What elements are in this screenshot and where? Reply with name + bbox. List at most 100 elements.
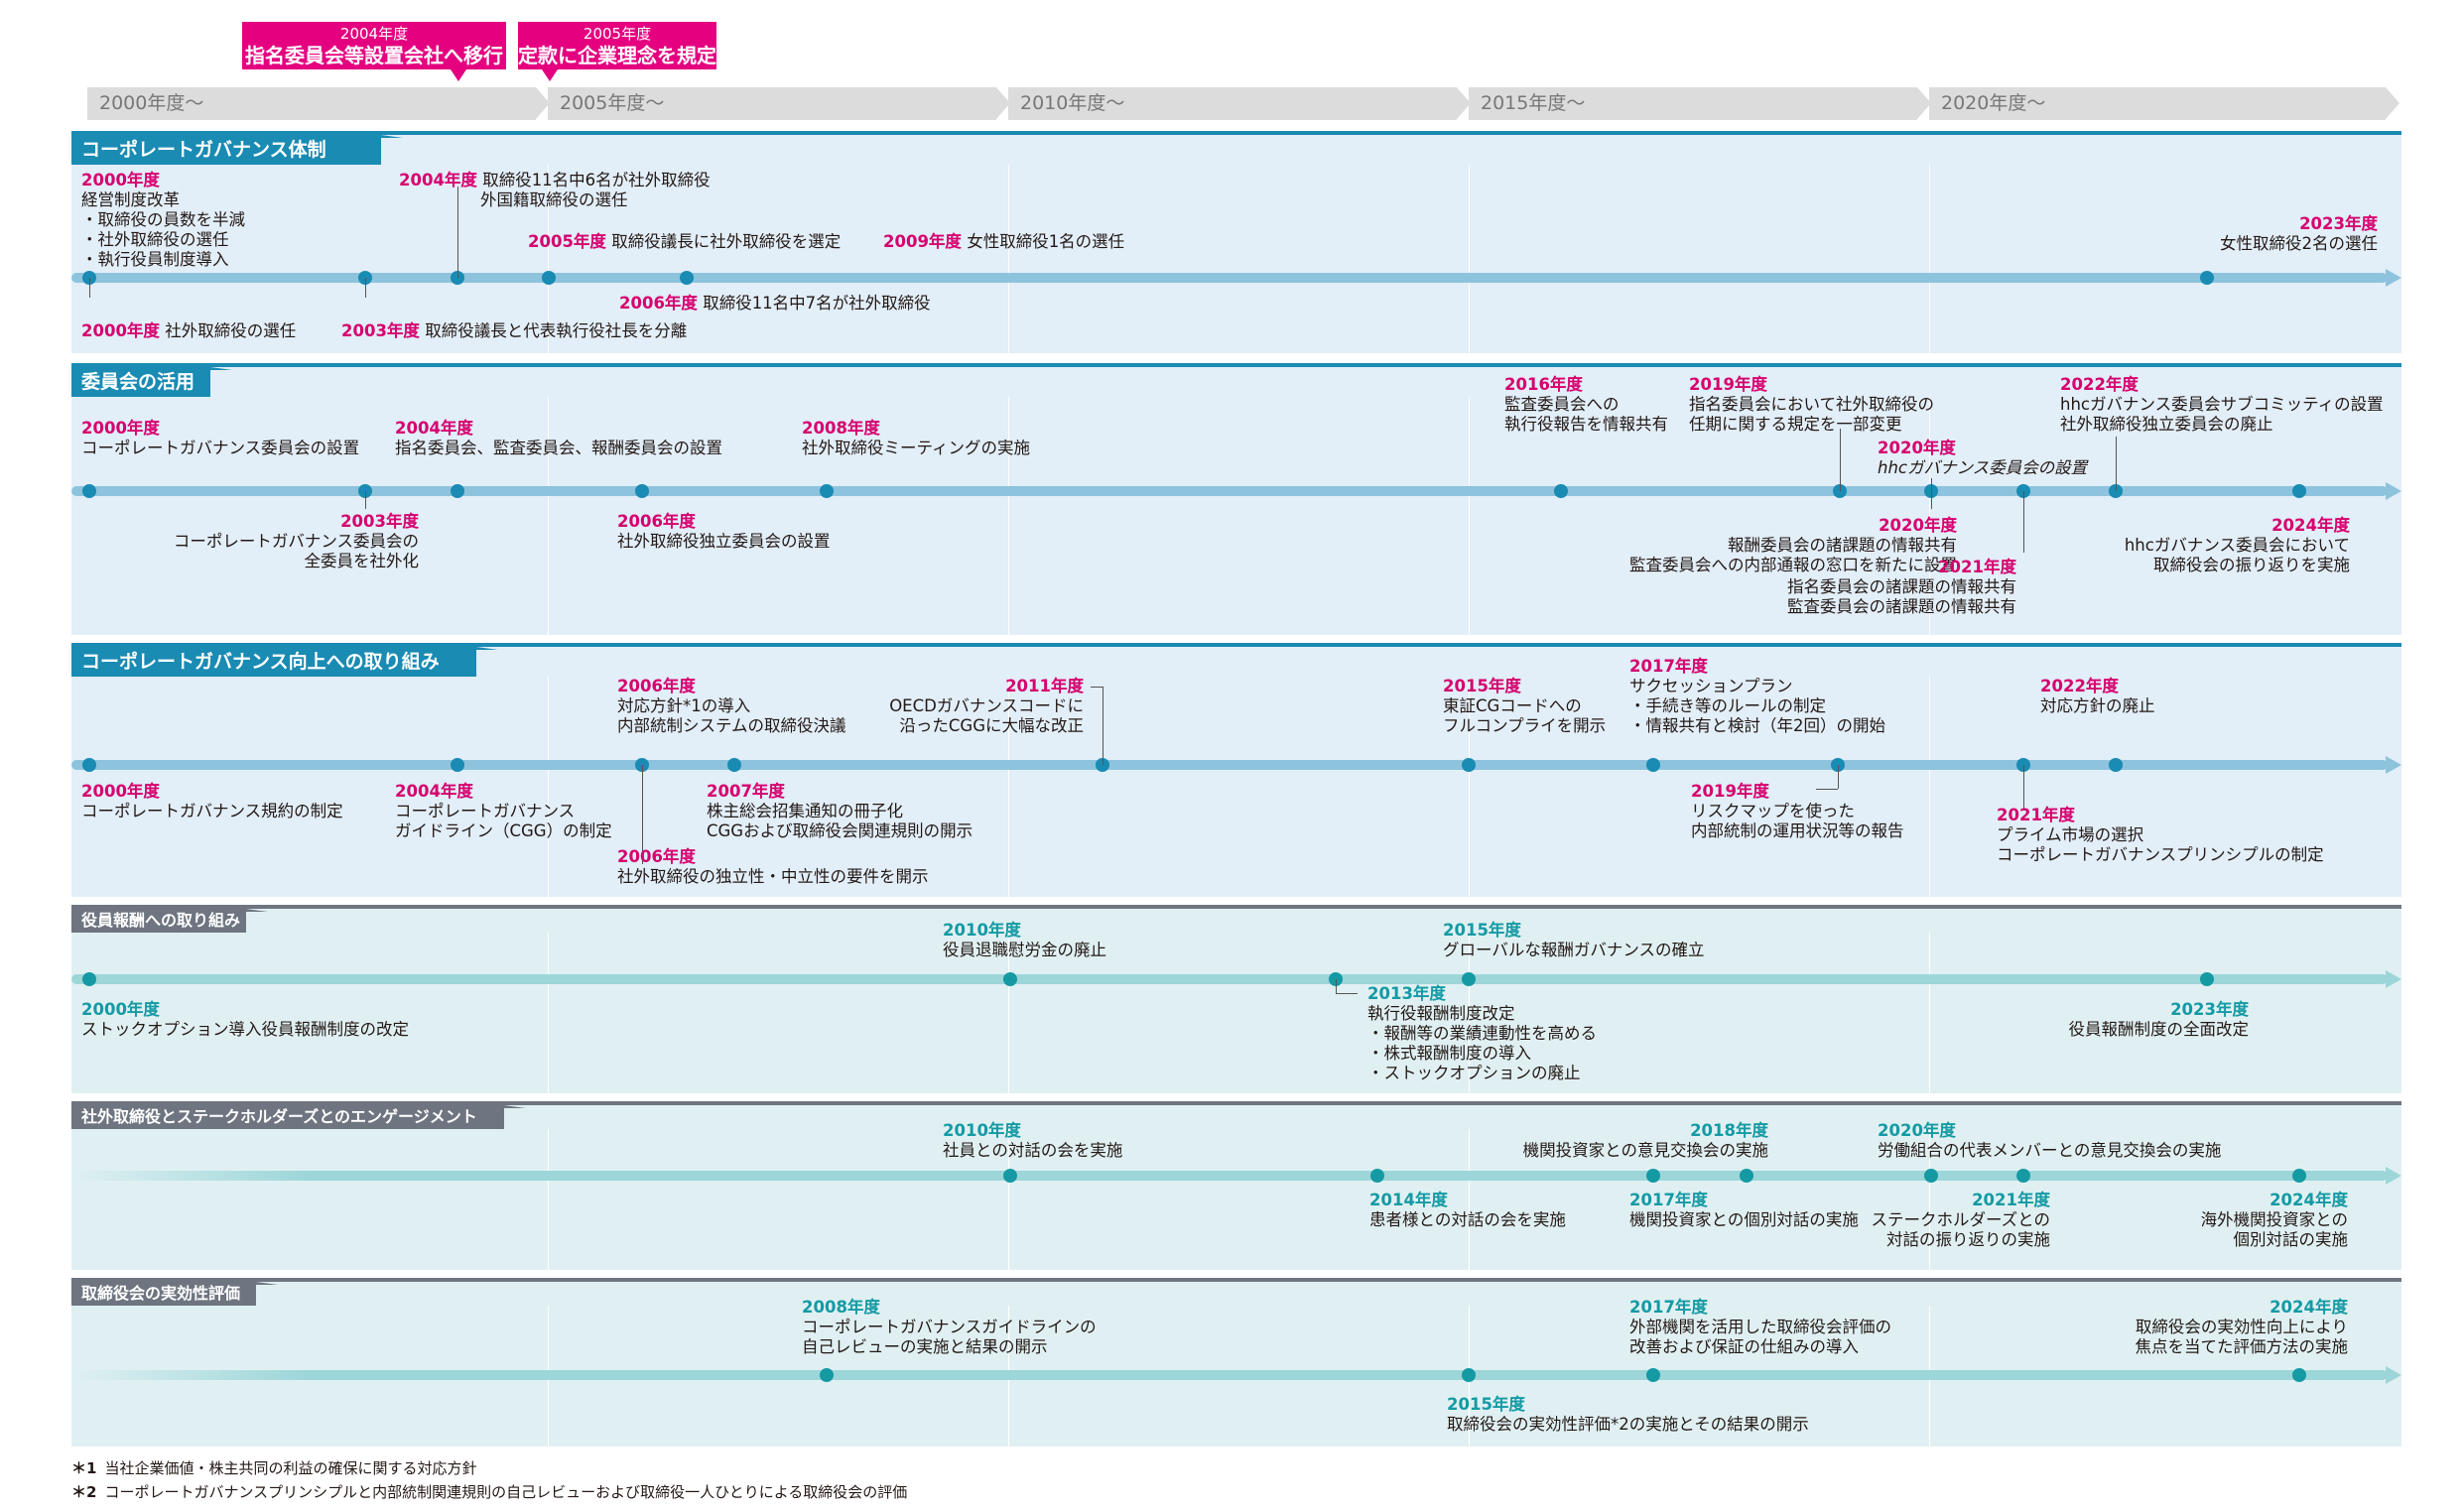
event: 2009年度 女性取締役1名の選任 [883, 232, 1125, 251]
event: 2017年度機関投資家との個別対話の実施 [1629, 1191, 1859, 1229]
milestone-dot [1646, 1368, 1660, 1382]
milestone-dot [82, 758, 96, 772]
event: 2014年度患者様との対話の会を実施 [1369, 1191, 1566, 1229]
milestone-dot [1924, 1169, 1938, 1183]
milestone-dot [451, 758, 464, 772]
section-title: 役員報酬への取り組み [71, 909, 268, 933]
event: 2000年度コーポレートガバナンス委員会の設置 [81, 419, 360, 457]
event: 2005年度 取締役議長に社外取締役を選定 [528, 232, 842, 251]
event: 2006年度 取締役11名中7名が社外取締役 [619, 294, 931, 313]
event: 2013年度執行役報酬制度改定・報酬等の業績連動性を高める・株式報酬制度の導入・… [1367, 984, 1597, 1082]
event: 2021年度プライム市場の選択コーポレートガバナンスプリンシプルの制定 [1997, 806, 2324, 864]
milestone-dot [451, 484, 464, 498]
event: 2017年度外部機関を活用した取締役会評価の改善および保証の仕組みの導入 [1629, 1298, 1891, 1356]
timeline-bar [71, 1366, 2401, 1384]
era-label: 2020年度～ [1941, 92, 2046, 114]
timeline-bar [71, 970, 2401, 988]
section-governance-improvement: コーポレートガバナンス向上への取り組み 2006年度対応方針*1の導入内部統制シ… [71, 643, 2401, 897]
era-label: 2010年度～ [1020, 92, 1125, 114]
section-title: 委員会の活用 [71, 367, 232, 397]
milestone-dot [2292, 1368, 2306, 1382]
event: 2000年度ストックオプション導入役員報酬制度の改定 [81, 1000, 409, 1039]
section-title: 取締役会の実効性評価 [71, 1282, 278, 1306]
event: 2019年度リスクマップを使った内部統制の運用状況等の報告 [1691, 782, 1904, 840]
section-stakeholder-engagement: 社外取締役とステークホルダーズとのエンゲージメント 2010年度社員との対話の会… [71, 1101, 2401, 1270]
event: 2019年度指名委員会において社外取締役の任期に関する規定を一部変更 [1689, 375, 1935, 434]
era-label: 2015年度～ [1481, 92, 1586, 114]
milestone-dot [2016, 1169, 2030, 1183]
event: 2006年度社外取締役独立委員会の設置 [617, 512, 831, 551]
milestone-dot [451, 271, 464, 285]
event: 2003年度 取締役議長と代表執行役社長を分離 [341, 321, 688, 340]
milestone-dot [1833, 484, 1847, 498]
era-2020: 2020年度～ [1929, 87, 2399, 120]
event: 2010年度社員との対話の会を実施 [943, 1121, 1123, 1160]
milestone-dot [542, 271, 556, 285]
event: 2003年度コーポレートガバナンス委員会の全委員を社外化 [173, 512, 419, 570]
milestone-dot [727, 758, 741, 772]
callout-text: 指名委員会等設置会社へ移行 [245, 44, 503, 67]
section-title: コーポレートガバナンス向上への取り組み [71, 647, 498, 677]
timeline-bar [71, 482, 2401, 500]
event: 2015年度グローバルな報酬ガバナンスの確立 [1443, 921, 1705, 959]
callout-2005: 2005年度 定款に企業理念を規定 [518, 22, 716, 81]
section-title: コーポレートガバナンス体制 [71, 135, 403, 165]
event: 2000年度コーポレートガバナンス規約の制定 [81, 782, 343, 820]
milestone-dot [680, 271, 694, 285]
milestone-dot [1096, 758, 1109, 772]
event: 2008年度コーポレートガバナンスガイドラインの自己レビューの実施と結果の開示 [802, 1298, 1097, 1356]
milestone-dot [1646, 1169, 1660, 1183]
event: 2022年度対応方針の廃止 [2040, 677, 2155, 715]
milestone-dot [2292, 484, 2306, 498]
section-committees: 委員会の活用 2000年度コーポレートガバナンス委員会の設置 2004年度指名委… [71, 363, 2401, 635]
event: 2004年度 取締役11名中6名が社外取締役 外国籍取締役の選任 [399, 171, 711, 209]
event: 2015年度東証CGコードへのフルコンプライを開示 [1443, 677, 1607, 735]
event: 2000年度 経営制度改革・取締役の員数を半減・社外取締役の選任・執行役員制度導… [81, 171, 245, 269]
event: 2004年度コーポレートガバナンスガイドライン（CGG）の制定 [395, 782, 612, 840]
event: 2000年度 社外取締役の選任 [81, 321, 297, 340]
milestone-dot [2109, 758, 2123, 772]
event: 2008年度社外取締役ミーティングの実施 [802, 419, 1031, 457]
callout-text: 定款に企業理念を規定 [518, 44, 716, 67]
milestone-dot [2200, 972, 2214, 986]
section-title: 社外取締役とステークホルダーズとのエンゲージメント [71, 1105, 526, 1129]
era-2015: 2015年度～ [1469, 87, 1931, 120]
milestone-dot [1462, 1368, 1476, 1382]
callout-year: 2005年度 [583, 25, 652, 43]
milestone-dot [2109, 484, 2123, 498]
milestone-dot [82, 484, 96, 498]
event: 2021年度指名委員会の諸課題の情報共有監査委員会の諸課題の情報共有 [1787, 558, 2016, 616]
timeline-bar [71, 269, 2401, 287]
era-label: 2005年度～ [560, 92, 665, 114]
era-2000: 2000年度～ [87, 87, 550, 120]
callout-year: 2004年度 [339, 25, 409, 43]
timeline-bar [71, 756, 2401, 774]
event: 2016年度監査委員会への執行役報告を情報共有 [1504, 375, 1668, 434]
event: 2021年度ステークホルダーズとの対話の振り返りの実施 [1871, 1191, 2050, 1249]
event: 2024年度海外機関投資家との個別対話の実施 [2200, 1191, 2348, 1249]
event: 2024年度取締役会の実効性向上により焦点を当てた評価方法の実施 [2135, 1298, 2349, 1356]
event: 2020年度労働組合の代表メンバーとの意見交換会の実施 [1878, 1121, 2222, 1160]
milestone-dot [1462, 972, 1476, 986]
section-governance-structure: コーポレートガバナンス体制 2000年度 経営制度改革・取締役の員数を半減・社外… [71, 131, 2401, 353]
event: 2018年度機関投資家との意見交換会の実施 [1522, 1121, 1768, 1160]
section-executive-compensation: 役員報酬への取り組み 2010年度役員退職慰労金の廃止 2015年度グローバルな… [71, 905, 2401, 1093]
era-2005: 2005年度～ [548, 87, 1010, 120]
event: 2023年度役員報酬制度の全面改定 [2068, 1000, 2250, 1039]
milestone-dot [2292, 1169, 2306, 1183]
milestone-dot [820, 484, 834, 498]
milestone-dot [635, 484, 649, 498]
milestone-dot [820, 1368, 834, 1382]
milestone-dot [1003, 1169, 1017, 1183]
milestone-dot [2200, 271, 2214, 285]
milestone-dot [1370, 1169, 1384, 1183]
event: 2006年度対応方針*1の導入内部統制システムの取締役決議 [617, 677, 846, 735]
event: 2015年度取締役会の実効性評価*2の実施とその結果の開示 [1447, 1395, 1809, 1434]
era-2010: 2010年度～ [1008, 87, 1471, 120]
